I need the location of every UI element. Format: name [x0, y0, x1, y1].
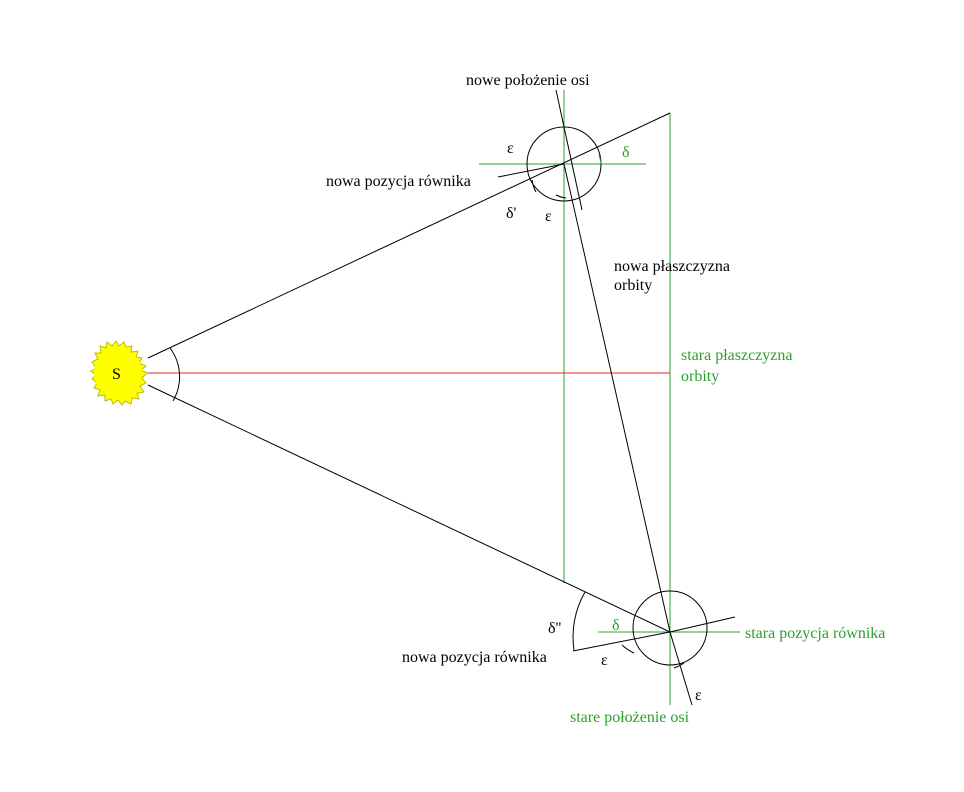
sun	[90, 340, 148, 406]
bottom-new-equator-label: nowa pozycja równika	[402, 649, 547, 666]
bottom-epsilon-left-arc	[621, 644, 635, 654]
top-new-axis-line	[555, 89, 583, 211]
new-orbit-plane-label-1: nowa płaszczyzna	[614, 258, 730, 275]
new-orbit-plane-label-2: orbity	[614, 277, 652, 294]
new-orbit-plane-line	[563, 163, 671, 633]
old-axis-label: stare położenie osi	[570, 709, 690, 726]
top-epsilon-left-label: ε	[507, 140, 514, 157]
sun-to-top-earth-line	[147, 112, 671, 359]
top-new-equator-label: nowa pozycja równika	[326, 173, 471, 190]
bottom-epsilon-right-arc	[673, 662, 685, 669]
new-axis-label: nowe położenie osi	[466, 72, 590, 89]
top-delta-label: δ	[622, 144, 630, 161]
top-epsilon-arc	[531, 179, 537, 193]
bottom-old-equator-line	[669, 616, 736, 633]
old-orbit-plane-label-2: orbity	[681, 368, 719, 385]
sun-to-bottom-earth-line	[147, 384, 671, 633]
sun-disc	[94, 349, 142, 397]
bottom-earth-circle	[632, 590, 708, 666]
top-equator-left-line	[497, 163, 565, 178]
bottom-axis-tail-line	[669, 631, 693, 706]
bottom-delta-double-prime-label: δ''	[548, 620, 561, 637]
sun-label: S	[112, 366, 121, 383]
top-epsilon-bottom-label: ε	[545, 208, 552, 225]
bottom-epsilon-left-label: ε	[601, 652, 608, 669]
bottom-new-equator-line	[572, 631, 671, 652]
sun-angle-arc	[169, 347, 180, 402]
top-delta-prime-label: δ'	[506, 205, 517, 222]
top-delta-arc	[598, 154, 602, 165]
old-equator-label: stara pozycja równika	[745, 625, 885, 642]
top-epsilon-bottom-arc	[555, 194, 567, 199]
bottom-epsilon-right-label: ε	[695, 687, 702, 704]
old-orbit-plane-label-1: stara płaszczyzna	[681, 347, 792, 364]
bottom-delta-double-arc	[572, 591, 586, 651]
bottom-delta-label: δ	[612, 617, 620, 634]
